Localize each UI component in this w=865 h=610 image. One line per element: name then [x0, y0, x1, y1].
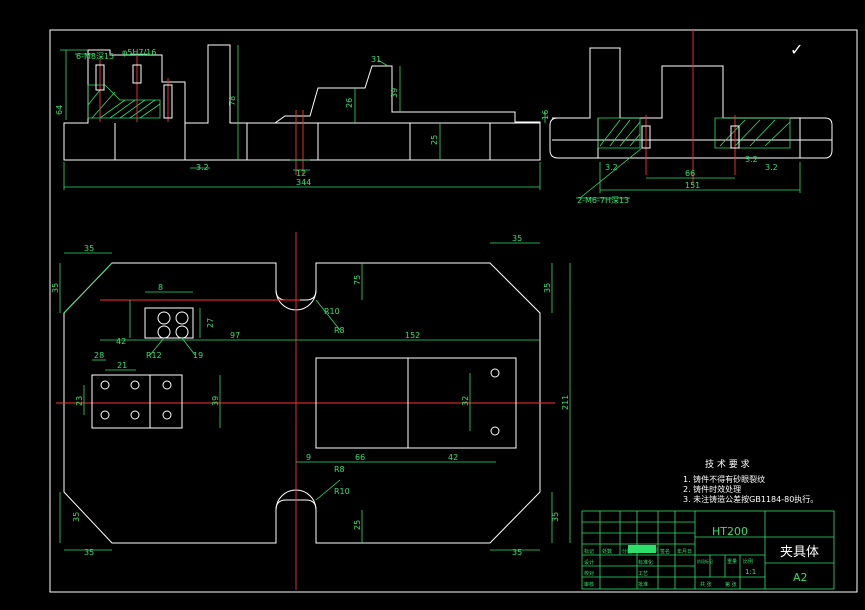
- title-block: HT200 夹具体 A2 1:1 标记 处数 分区 更改文件号 签名 年月日 设…: [581, 510, 835, 590]
- material: HT200: [712, 525, 748, 538]
- top-view: 35 35 35 35 35 35 35 35 211 75 25 97 152…: [51, 232, 571, 590]
- dim-42: 42: [448, 453, 458, 462]
- tech-item-2: 2. 铸件时效处理: [683, 484, 741, 494]
- scale: 1:1: [745, 568, 756, 576]
- dim-35-tr: 35: [512, 234, 522, 243]
- tb-label-16: 第 张: [725, 581, 737, 588]
- dim-21: 21: [117, 361, 127, 370]
- tb-label-8: 校对: [584, 570, 594, 577]
- dim-27: 27: [206, 318, 215, 328]
- dim-344: 344: [296, 178, 311, 187]
- dim-R8-bottom: R8: [334, 465, 345, 474]
- tb-label-6: 设计: [584, 559, 594, 566]
- side-view: 2-M6-7H深13 66 151 3.2 3.2 3.2 ✓: [549, 30, 833, 205]
- tb-label-10: 工艺: [638, 571, 648, 577]
- tech-heading: 技 术 要 求: [705, 458, 750, 470]
- dim-25: 25: [430, 135, 439, 145]
- tb-label-9: 审核: [584, 581, 594, 588]
- dim-35-left: 35: [51, 283, 60, 293]
- dim-39: 39: [390, 88, 399, 98]
- tech-item-1: 1. 铸件不得有砂眼裂纹: [683, 474, 765, 484]
- tb-label-12: 阶段标记: [697, 558, 713, 564]
- drawing-title: 夹具体: [780, 545, 819, 560]
- tb-label-2: 分区: [622, 548, 632, 555]
- dim-holes: 2-M6-7H深13: [577, 196, 629, 205]
- dim-12: 12: [296, 169, 306, 178]
- dim-211: 211: [561, 395, 570, 410]
- tb-label-4: 签名: [660, 548, 670, 555]
- dim-9: 9: [306, 453, 311, 462]
- dim-R8-top: R8: [334, 326, 345, 335]
- dim-151: 151: [685, 181, 700, 190]
- dim-35-left-b: 35: [72, 512, 81, 522]
- dim-152: 152: [405, 331, 420, 340]
- tb-label-1: 处数: [602, 548, 612, 555]
- dim-35-right: 35: [543, 283, 552, 293]
- dim-R10-bottom: R10: [334, 487, 350, 496]
- dim-64: 64: [55, 105, 64, 115]
- dim-R10-top: R10: [324, 307, 340, 316]
- dim-16: 16: [541, 110, 550, 120]
- tb-label-14: 比例: [743, 558, 753, 565]
- tb-label-11: 批准: [638, 581, 648, 588]
- tb-label-13: 重量: [727, 558, 737, 565]
- dim-35-tl: 35: [84, 244, 94, 253]
- roughness-mark: ✓: [790, 40, 803, 59]
- dim-19: 19: [193, 351, 203, 360]
- dim-35-br: 35: [512, 548, 522, 557]
- tb-label-7: 标准化: [638, 559, 653, 566]
- dim-25: 25: [353, 520, 362, 530]
- dim-8: 8: [158, 283, 163, 292]
- roughness-32-side-b: 3.2: [745, 155, 758, 164]
- dim-35-bl: 35: [84, 548, 94, 557]
- sheet-size: A2: [793, 571, 808, 584]
- front-view: 6-M8深15 φ5H7/16 31 64 78 26 39 25 16 12 …: [55, 44, 550, 190]
- tech-requirements: 技 术 要 求 1. 铸件不得有砂眼裂纹 2. 铸件时效处理 3. 未注铸造公差…: [683, 458, 818, 504]
- dim-39-top: 39: [211, 396, 220, 406]
- dim-thread: 6-M8深15: [76, 52, 114, 61]
- dim-66: 66: [355, 453, 365, 462]
- dim-75-top: 75: [353, 275, 362, 285]
- tb-label-0: 标记: [584, 548, 594, 555]
- dim-R12: R12: [146, 351, 162, 360]
- dim-42-small: 42: [116, 337, 126, 346]
- roughness-32-side-c: 3.2: [765, 163, 778, 172]
- dim-66-side: 66: [685, 169, 695, 178]
- dim-pin: φ5H7/16: [122, 48, 156, 57]
- tb-label-3: 更改文件号: [638, 546, 658, 552]
- tb-label-15: 共 张: [700, 581, 712, 588]
- dim-97: 97: [230, 331, 240, 340]
- tech-item-3: 3. 未注铸造公差按GB1184-80执行。: [683, 494, 818, 504]
- dim-23: 23: [75, 396, 84, 406]
- roughness-32-front: 3.2: [196, 163, 209, 172]
- roughness-32-side: 3.2: [605, 163, 618, 172]
- dim-28: 28: [94, 351, 104, 360]
- drawing-border: [49, 29, 858, 593]
- dim-35-right-b: 35: [551, 512, 560, 522]
- dim-32: 32: [461, 396, 470, 406]
- tb-label-5: 年月日: [677, 548, 692, 555]
- dim-26: 26: [345, 98, 354, 108]
- dim-78: 78: [228, 96, 237, 106]
- dim-31: 31: [371, 55, 381, 64]
